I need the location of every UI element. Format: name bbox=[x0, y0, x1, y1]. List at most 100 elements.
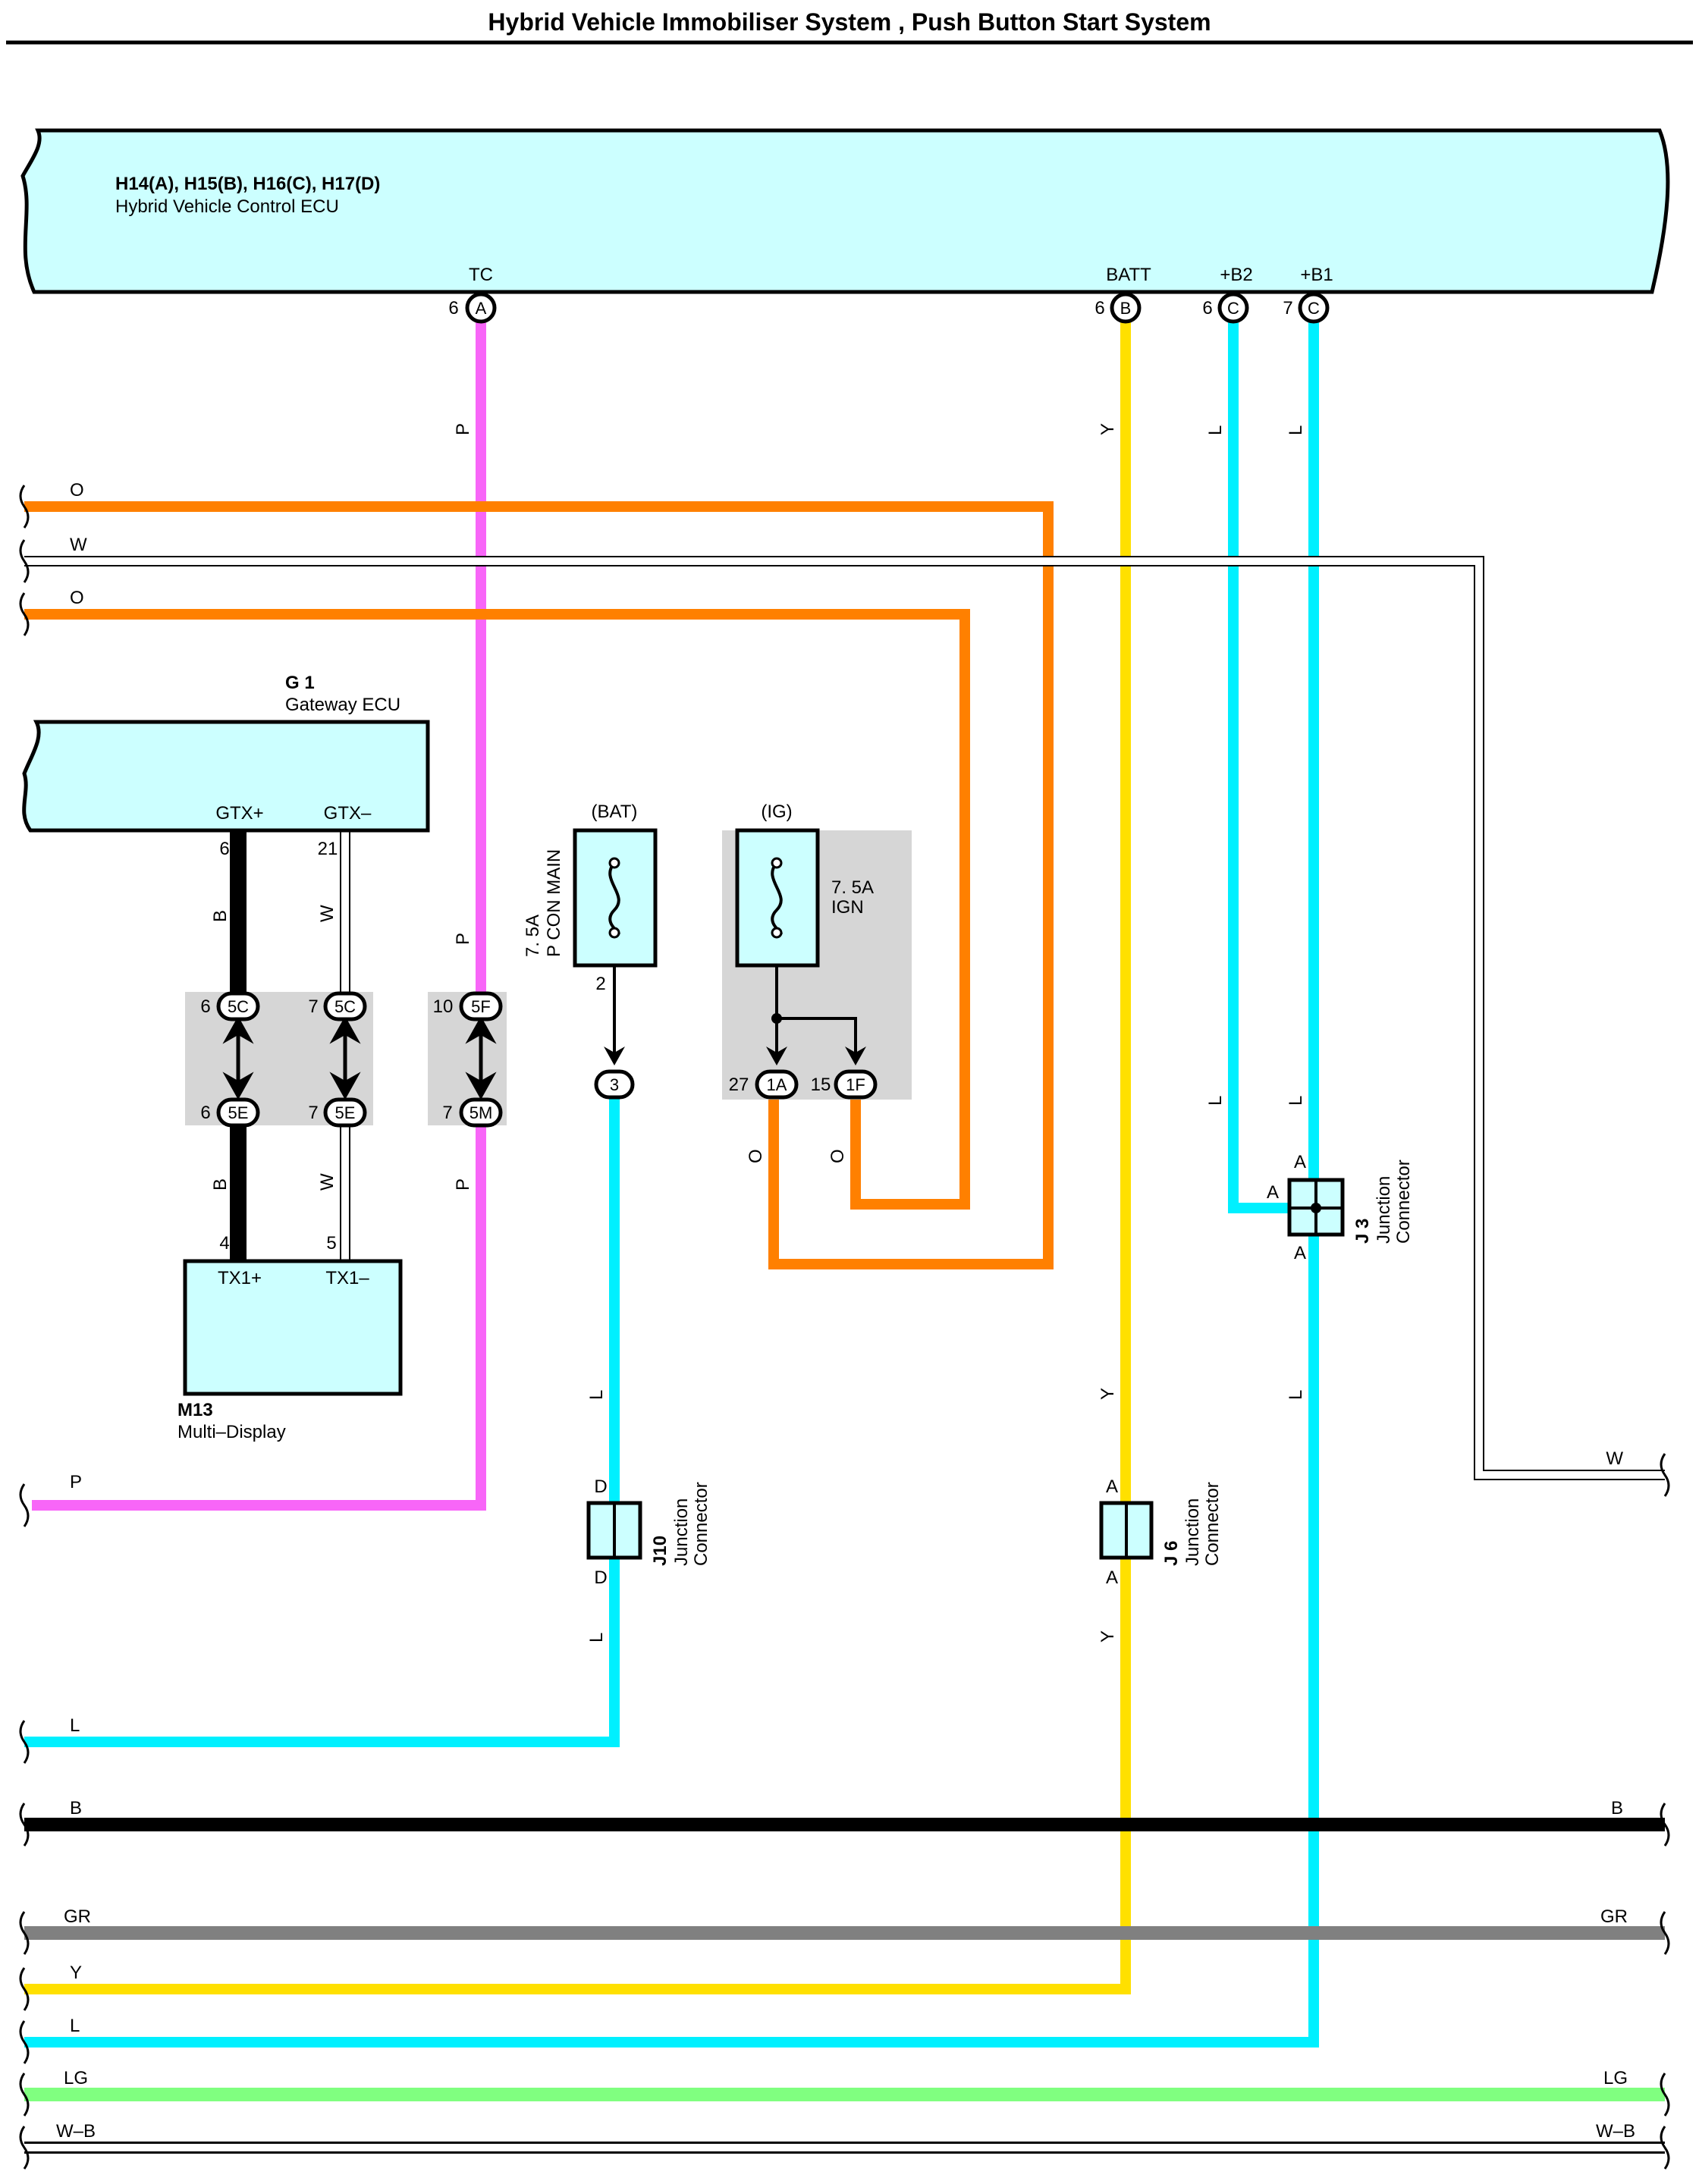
svg-text:A: A bbox=[1294, 1243, 1306, 1263]
svg-text:5E: 5E bbox=[228, 1103, 249, 1122]
inline-connectors: 5C 6 5C 7 5E 6 5E 7 5F 10 5M 7 bbox=[200, 991, 503, 1128]
svg-text:Connector: Connector bbox=[1393, 1159, 1414, 1244]
svg-text:GTX+: GTX+ bbox=[215, 803, 263, 824]
svg-text:6: 6 bbox=[448, 298, 458, 318]
svg-text:LG: LG bbox=[1603, 2068, 1628, 2088]
svg-text:J10: J10 bbox=[650, 1536, 670, 1566]
svg-text:+B1: +B1 bbox=[1300, 265, 1333, 285]
svg-text:B: B bbox=[70, 1798, 82, 1818]
svg-text:7. 5A: 7. 5A bbox=[831, 877, 874, 898]
svg-text:L: L bbox=[70, 2016, 80, 2036]
svg-text:J 6: J 6 bbox=[1161, 1541, 1182, 1566]
svg-text:15: 15 bbox=[811, 1075, 831, 1095]
svg-text:GR: GR bbox=[1600, 1906, 1628, 1927]
svg-text:6: 6 bbox=[200, 1103, 210, 1123]
wires bbox=[24, 306, 1665, 2154]
svg-text:Y: Y bbox=[1098, 1388, 1118, 1400]
svg-text:6: 6 bbox=[1094, 298, 1104, 318]
wire-l-b2 bbox=[1228, 306, 1289, 1213]
mating-arrows bbox=[222, 1015, 497, 1100]
svg-text:A: A bbox=[1267, 1182, 1279, 1203]
svg-text:L: L bbox=[586, 1390, 607, 1400]
wire-l-bat bbox=[24, 1092, 620, 1747]
svg-text:B: B bbox=[1611, 1798, 1623, 1818]
svg-text:TX1+: TX1+ bbox=[218, 1268, 262, 1288]
svg-text:(IG): (IG) bbox=[761, 802, 792, 822]
svg-text:TC: TC bbox=[469, 265, 493, 285]
svg-text:L: L bbox=[1286, 425, 1306, 435]
svg-text:P: P bbox=[453, 423, 473, 435]
svg-text:J 3: J 3 bbox=[1352, 1219, 1373, 1244]
svg-text:7: 7 bbox=[308, 1103, 318, 1123]
svg-text:P: P bbox=[453, 933, 473, 945]
svg-text:+B2: +B2 bbox=[1220, 265, 1252, 285]
svg-text:(BAT): (BAT) bbox=[592, 802, 638, 822]
svg-text:21: 21 bbox=[318, 839, 338, 859]
svg-text:5C: 5C bbox=[228, 997, 249, 1016]
diagram-title: Hybrid Vehicle Immobiliser System , Push… bbox=[488, 8, 1211, 36]
svg-text:5C: 5C bbox=[334, 997, 356, 1016]
svg-text:Y: Y bbox=[1098, 423, 1118, 435]
svg-text:7: 7 bbox=[1283, 298, 1292, 318]
svg-text:TX1–: TX1– bbox=[325, 1268, 369, 1288]
svg-text:L: L bbox=[586, 1633, 607, 1643]
svg-text:LG: LG bbox=[64, 2068, 88, 2088]
junction-j3: A A A J 3 Junction Connector bbox=[1267, 1152, 1414, 1263]
gateway-ecu: G 1 Gateway ECU GTX+ GTX– 6 21 bbox=[22, 673, 430, 859]
svg-text:G 1: G 1 bbox=[285, 673, 315, 693]
svg-text:BATT: BATT bbox=[1106, 265, 1151, 285]
svg-text:B: B bbox=[210, 1178, 231, 1191]
svg-text:GTX–: GTX– bbox=[324, 803, 372, 824]
svg-text:Y: Y bbox=[70, 1963, 82, 1983]
wire-y-batt bbox=[24, 306, 1131, 1994]
svg-text:W–B: W–B bbox=[1596, 2121, 1635, 2142]
wire-color-labels: P Y L L O W O B W P B W P O O L L L Y L … bbox=[56, 423, 1635, 2142]
connector-hv-a bbox=[465, 292, 497, 324]
wire-o-upper bbox=[24, 501, 1054, 1269]
svg-text:4: 4 bbox=[219, 1233, 229, 1254]
svg-text:O: O bbox=[828, 1149, 848, 1163]
multi-display: 4 5 TX1+ TX1– M13 Multi–Display bbox=[177, 1233, 403, 1442]
svg-text:D: D bbox=[594, 1567, 607, 1588]
svg-text:5E: 5E bbox=[335, 1103, 356, 1122]
svg-text:P: P bbox=[453, 1178, 473, 1191]
svg-text:L: L bbox=[70, 1715, 80, 1736]
svg-text:A: A bbox=[1294, 1152, 1306, 1172]
fuse-p-con-main: (BAT) 7. 5A P CON MAIN 2 3 bbox=[523, 802, 658, 1100]
svg-text:5M: 5M bbox=[470, 1103, 493, 1122]
svg-text:1F: 1F bbox=[846, 1075, 865, 1094]
svg-text:IGN: IGN bbox=[831, 897, 864, 918]
junction-j6: A A J 6 Junction Connector bbox=[1099, 1476, 1223, 1588]
svg-text:M13: M13 bbox=[177, 1400, 213, 1420]
svg-text:Connector: Connector bbox=[691, 1482, 711, 1566]
svg-text:L: L bbox=[1205, 425, 1226, 435]
connector-hv-c-b1 bbox=[1298, 292, 1330, 324]
svg-text:6: 6 bbox=[200, 996, 210, 1017]
svg-text:A: A bbox=[1106, 1567, 1118, 1588]
svg-text:GR: GR bbox=[64, 1906, 91, 1927]
svg-text:O: O bbox=[70, 480, 84, 500]
svg-text:W–B: W–B bbox=[56, 2121, 96, 2142]
svg-text:L: L bbox=[1286, 1390, 1306, 1400]
svg-text:A: A bbox=[1106, 1476, 1118, 1497]
svg-text:6: 6 bbox=[219, 839, 229, 859]
svg-text:L: L bbox=[1205, 1096, 1226, 1106]
svg-text:10: 10 bbox=[433, 996, 454, 1017]
svg-text:7: 7 bbox=[442, 1103, 452, 1123]
hv-control-ecu: H14(A), H15(B), H16(C), H17(D) Hybrid Ve… bbox=[20, 128, 1670, 294]
connector-hv-b bbox=[1110, 292, 1142, 324]
fuse-ign: (IG) 7. 5A IGN 1A 27 1F 15 bbox=[722, 802, 912, 1100]
svg-text:O: O bbox=[746, 1149, 766, 1163]
svg-text:Multi–Display: Multi–Display bbox=[177, 1422, 286, 1442]
svg-text:3: 3 bbox=[610, 1075, 619, 1094]
svg-text:O: O bbox=[70, 588, 84, 608]
svg-text:W: W bbox=[1606, 1448, 1623, 1469]
svg-text:W: W bbox=[317, 905, 338, 922]
hv-ecu-terminals: TC BATT +B2 +B1 A 6 B 6 C 6 C 7 bbox=[448, 265, 1333, 324]
svg-text:Y: Y bbox=[1098, 1630, 1118, 1643]
hv-ecu-name: Hybrid Vehicle Control ECU bbox=[115, 196, 339, 217]
svg-text:P: P bbox=[70, 1472, 82, 1492]
svg-text:Junction: Junction bbox=[671, 1498, 692, 1566]
svg-text:A: A bbox=[476, 299, 487, 318]
